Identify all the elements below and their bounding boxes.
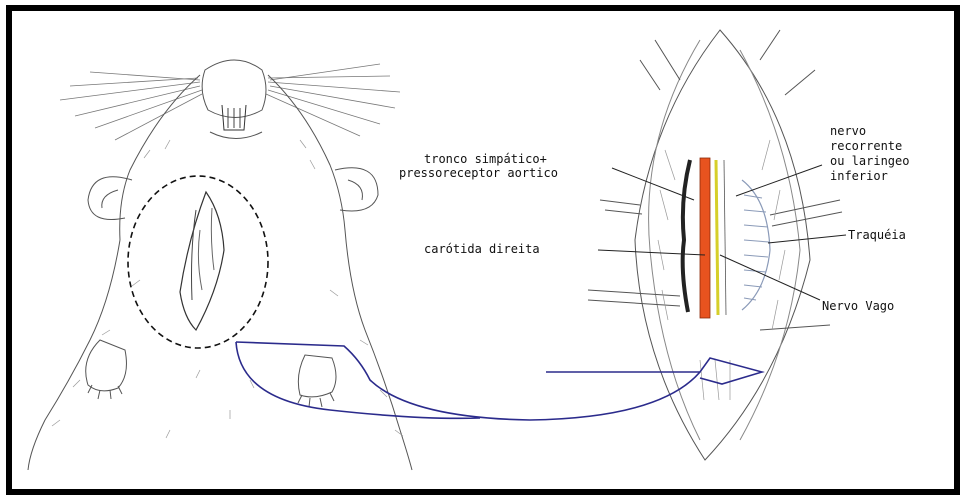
neck-incision: [180, 192, 224, 330]
carotid-artery: [700, 158, 710, 318]
label-nervo-line3: ou laringeo: [830, 154, 909, 168]
leader-nervo: [736, 165, 822, 196]
rat-head: [120, 75, 345, 240]
label-traqueia: Traquéia: [848, 228, 906, 242]
rat-paw-right: [298, 355, 336, 397]
rat-body: [28, 230, 412, 470]
sympathetic-trunk: [683, 160, 690, 312]
dissection-illustration: [588, 30, 842, 460]
label-vago: Nervo Vago: [822, 299, 894, 313]
incision-outline: [635, 30, 810, 460]
transfer-arrow: [236, 342, 762, 420]
leader-tronco: [612, 168, 694, 200]
trachea: [742, 180, 770, 310]
whiskers-left: [60, 72, 202, 140]
rat-paw-left: [86, 340, 127, 391]
rat-illustration: [28, 60, 412, 470]
label-nervo-line2: recorrente: [830, 139, 902, 153]
whiskers-right: [266, 64, 400, 136]
label-nervo-line4: inferior: [830, 169, 888, 183]
label-tronco-line2: pressoreceptor aortico: [399, 166, 558, 180]
label-carotida: carótida direita: [424, 242, 540, 256]
label-tronco-line1: tronco simpático+: [424, 152, 547, 166]
vagus-nerve: [716, 160, 718, 315]
label-nervo-line1: nervo: [830, 124, 866, 138]
leader-carotida: [598, 250, 705, 255]
leader-traqueia: [768, 235, 846, 243]
incision-highlight-ellipse: [128, 176, 268, 348]
